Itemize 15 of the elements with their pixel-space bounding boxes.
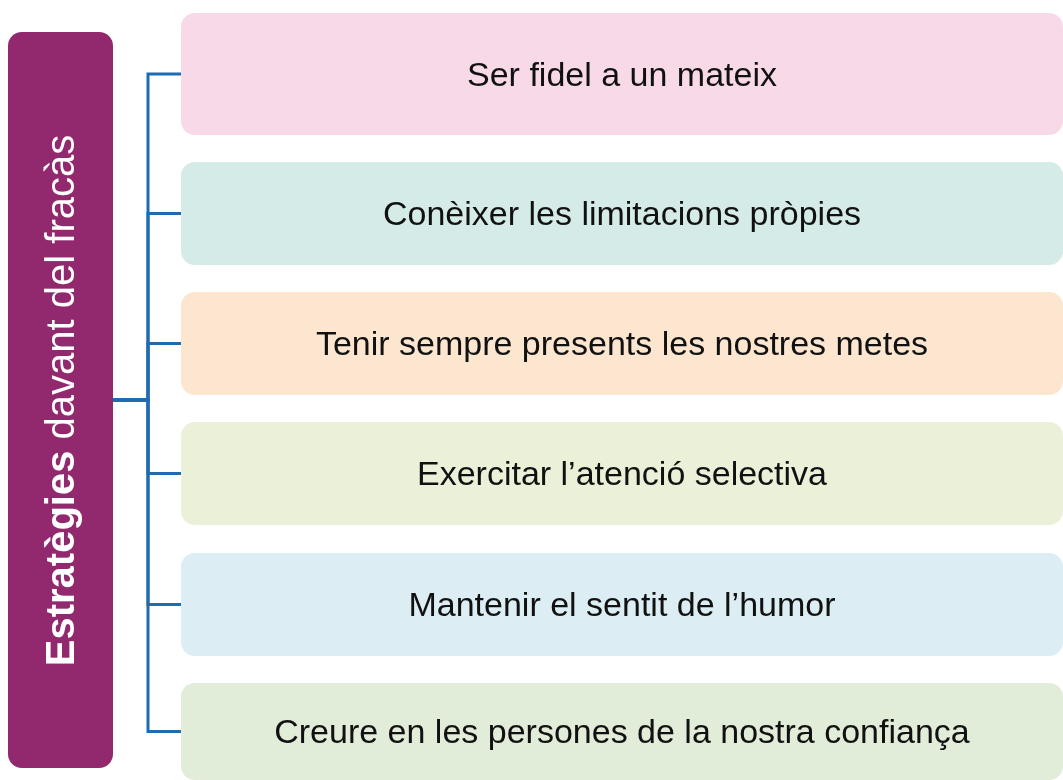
- item-text: Exercitar l’atenció selectiva: [416, 454, 828, 493]
- item-box: [181, 553, 1063, 656]
- item-text: Conèixer les limitacions pròpies: [382, 194, 862, 233]
- vertical-title: Estratègies davant del fracàs: [38, 134, 83, 666]
- connector-line: [113, 398, 181, 733]
- title-bar: [8, 32, 113, 768]
- item-box: [181, 683, 1063, 780]
- item-box: [181, 162, 1063, 265]
- item-box: [181, 13, 1063, 135]
- item-text: Tenir sempre presents les nostres metes: [315, 324, 929, 363]
- item-box: [181, 422, 1063, 525]
- item-box: [181, 292, 1063, 395]
- item-text: Mantenir el sentit de l’humor: [408, 585, 836, 624]
- item-text: Ser fidel a un mateix: [467, 54, 777, 94]
- item-text: Creure en les persones de la nostra confiança: [274, 712, 970, 751]
